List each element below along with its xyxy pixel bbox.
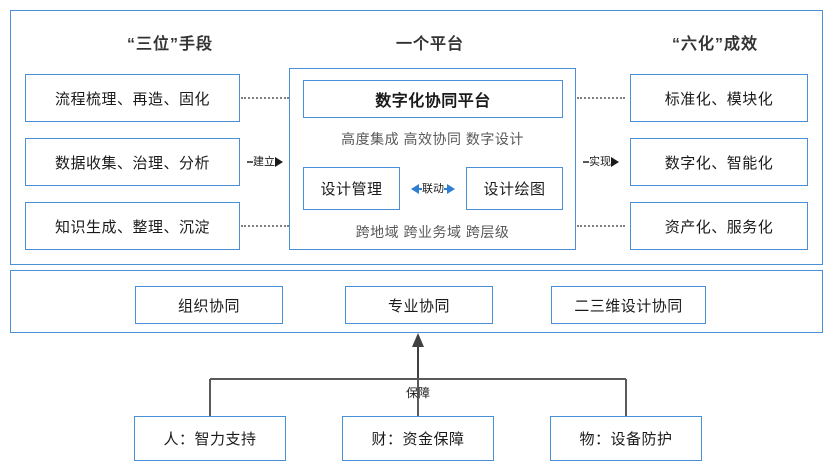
connector-establish: 建立 bbox=[240, 152, 290, 172]
connector-linkage-arrowhead-right-icon bbox=[447, 184, 455, 194]
platform-feature-bottom: 跨地域 跨业务域 跨层级 bbox=[355, 224, 510, 240]
connector-establish-arrowhead-icon bbox=[275, 157, 283, 167]
section-header-means: “三位”手段 bbox=[126, 36, 213, 53]
connector-realize-arrowhead-icon bbox=[611, 157, 619, 167]
connector-linkage-line-right bbox=[444, 188, 447, 190]
results-box-assetization[interactable]: 资产化、服务化 bbox=[630, 202, 808, 250]
dotted-connector-left-bottom bbox=[241, 225, 289, 227]
connector-realize-line bbox=[583, 161, 589, 163]
section-header-platform: 一个平台 bbox=[395, 36, 464, 53]
platform-title-box[interactable]: 数字化协同平台 bbox=[303, 80, 563, 118]
results-box-digitalization[interactable]: 数字化、智能化 bbox=[630, 138, 808, 186]
connector-realize: 实现 bbox=[576, 152, 626, 172]
connector-linkage: 联动 bbox=[400, 179, 466, 199]
platform-sub-box-design-drawing[interactable]: 设计绘图 bbox=[466, 167, 563, 210]
means-box-data[interactable]: 数据收集、治理、分析 bbox=[25, 138, 240, 186]
platform-feature-top: 高度集成 高效协同 数字设计 bbox=[341, 131, 524, 147]
dotted-connector-right-top bbox=[577, 97, 625, 99]
means-box-process[interactable]: 流程梳理、再造、固化 bbox=[25, 74, 240, 122]
means-box-knowledge[interactable]: 知识生成、整理、沉淀 bbox=[25, 202, 240, 250]
support-bracket bbox=[209, 333, 627, 416]
dotted-connector-right-bottom bbox=[577, 225, 625, 227]
support-box-materials[interactable]: 物：设备防护 bbox=[550, 416, 702, 461]
connector-linkage-line-left bbox=[419, 188, 422, 190]
connector-linkage-arrowhead-left-icon bbox=[411, 184, 419, 194]
collaboration-box-2d3d-design[interactable]: 二三维设计协同 bbox=[551, 286, 706, 324]
connector-realize-label: 实现 bbox=[589, 155, 611, 168]
support-box-finance[interactable]: 财：资金保障 bbox=[342, 416, 494, 461]
results-box-standardization[interactable]: 标准化、模块化 bbox=[630, 74, 808, 122]
connector-establish-label: 建立 bbox=[253, 155, 275, 168]
collaboration-box-professional[interactable]: 专业协同 bbox=[345, 286, 493, 324]
dotted-connector-left-top bbox=[241, 97, 289, 99]
platform-sub-box-design-management[interactable]: 设计管理 bbox=[303, 167, 400, 210]
connector-linkage-label: 联动 bbox=[422, 182, 444, 195]
section-header-results: “六化”成效 bbox=[671, 36, 758, 53]
connector-establish-line bbox=[247, 161, 253, 163]
collaboration-box-organization[interactable]: 组织协同 bbox=[135, 286, 283, 324]
support-box-people[interactable]: 人：智力支持 bbox=[134, 416, 286, 461]
support-bracket-label: 保障 bbox=[405, 386, 430, 400]
